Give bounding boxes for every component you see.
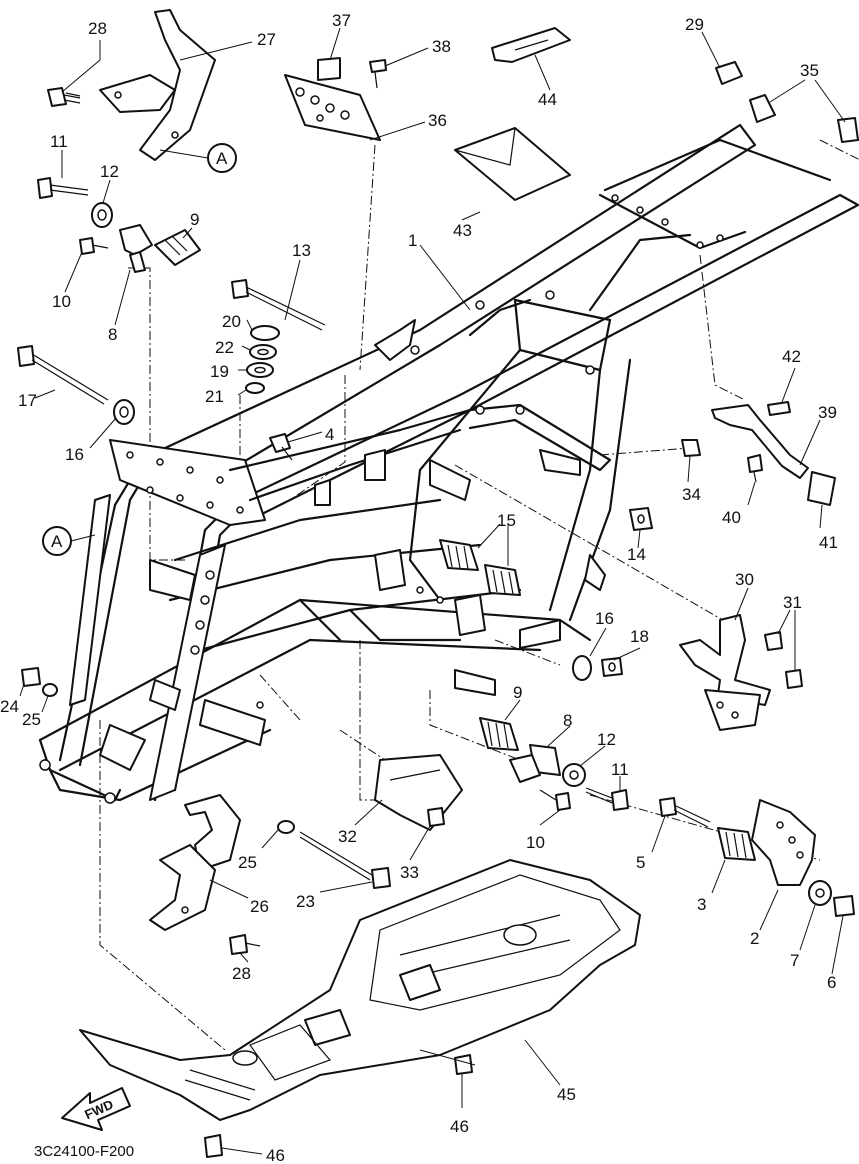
drawing-code: 3C24100-F200 (34, 1143, 134, 1160)
fwd-arrow: FWD (61, 1087, 131, 1131)
part-36-plate (284, 57, 387, 141)
callout-41: 41 (819, 533, 838, 552)
callout-21: 21 (205, 387, 224, 406)
callout-25-left: 25 (22, 710, 41, 729)
part-32-guard (374, 754, 463, 831)
reference-letters: A A (42, 143, 237, 556)
callout-3: 3 (697, 895, 706, 914)
callout-10-top: 10 (52, 292, 71, 311)
part-30-bracket (679, 614, 803, 731)
leader-lines (19, 27, 846, 1155)
callout-16-right: 16 (595, 609, 614, 628)
callout-35: 35 (800, 61, 819, 80)
callout-25-lower: 25 (238, 853, 257, 872)
callout-9-lower: 9 (513, 683, 522, 702)
main-frame (38, 123, 859, 802)
callout-27: 27 (257, 30, 276, 49)
ref-letter-a-left: A (51, 532, 63, 551)
callout-30: 30 (735, 570, 754, 589)
callout-20: 20 (222, 312, 241, 331)
callout-22: 22 (215, 338, 234, 357)
part-13-long-bolt (231, 279, 326, 331)
rear-bracket-39 (711, 401, 836, 506)
rear-mount-set (659, 797, 855, 917)
callout-4: 4 (325, 425, 334, 444)
callout-31: 31 (783, 593, 802, 612)
callout-7: 7 (790, 951, 799, 970)
callout-32: 32 (338, 827, 357, 846)
part-45-skid-plate (79, 859, 641, 1158)
part-44-clip (491, 27, 571, 63)
part-4-bolt (269, 433, 293, 461)
callout-40: 40 (722, 508, 741, 527)
callout-34: 34 (682, 485, 701, 504)
callout-23: 23 (296, 892, 315, 911)
callout-46-bottom: 46 (266, 1146, 285, 1164)
callout-38: 38 (432, 37, 451, 56)
callout-44: 44 (538, 90, 557, 109)
part-28-bolt-top (47, 87, 81, 107)
callout-28-top: 28 (88, 19, 107, 38)
callout-8-lower: 8 (563, 711, 572, 730)
callout-36: 36 (428, 111, 447, 130)
callout-28-lower: 28 (232, 964, 251, 983)
callout-13: 13 (292, 241, 311, 260)
part-23-bolt (277, 820, 391, 889)
washer-stack (245, 325, 280, 394)
callout-6: 6 (827, 973, 836, 992)
callout-1: 1 (408, 231, 417, 250)
washer-16-nut-18 (572, 655, 623, 681)
callout-33: 33 (400, 863, 419, 882)
callout-12-top: 12 (100, 162, 119, 181)
callout-37: 37 (332, 11, 351, 30)
callout-26: 26 (250, 897, 269, 916)
callout-15: 15 (497, 511, 516, 530)
callout-43: 43 (453, 221, 472, 240)
callout-19: 19 (210, 362, 229, 381)
part-43-bag (454, 127, 571, 201)
ref-letter-a-top: A (216, 149, 228, 168)
callout-42: 42 (782, 347, 801, 366)
nut-24-washer-25-left (21, 667, 58, 697)
front-bracket-assembly (38, 494, 266, 804)
callout-24: 24 (0, 697, 19, 716)
callout-29: 29 (685, 15, 704, 34)
callout-11-lower: 11 (611, 760, 629, 779)
callout-39: 39 (818, 403, 837, 422)
nuts-34-14 (629, 439, 701, 531)
callout-10-lower: 10 (526, 833, 545, 852)
lower-mount-set (479, 717, 629, 811)
part-27-pedal (99, 9, 216, 161)
callout-17: 17 (18, 391, 37, 410)
callout-2: 2 (750, 929, 759, 948)
callout-11-top: 11 (50, 132, 68, 151)
callout-45: 45 (557, 1085, 576, 1104)
part-26-bracket (149, 794, 261, 955)
callout-12-lower: 12 (597, 730, 616, 749)
callout-14: 14 (627, 545, 646, 564)
callout-5: 5 (636, 853, 645, 872)
part-15-bushings (439, 539, 521, 596)
callout-numbers: 28 27 37 38 44 29 35 36 11 12 9 10 8 43 … (0, 11, 838, 1164)
callout-18: 18 (630, 627, 649, 646)
part-29-35-caps (715, 61, 859, 143)
callout-46-mid: 46 (450, 1117, 469, 1136)
callout-16-top: 16 (65, 445, 84, 464)
upper-left-mount-set (37, 177, 201, 273)
callout-8-top: 8 (108, 325, 117, 344)
callout-9-top: 9 (190, 210, 199, 229)
part-17-bolt (17, 345, 135, 425)
